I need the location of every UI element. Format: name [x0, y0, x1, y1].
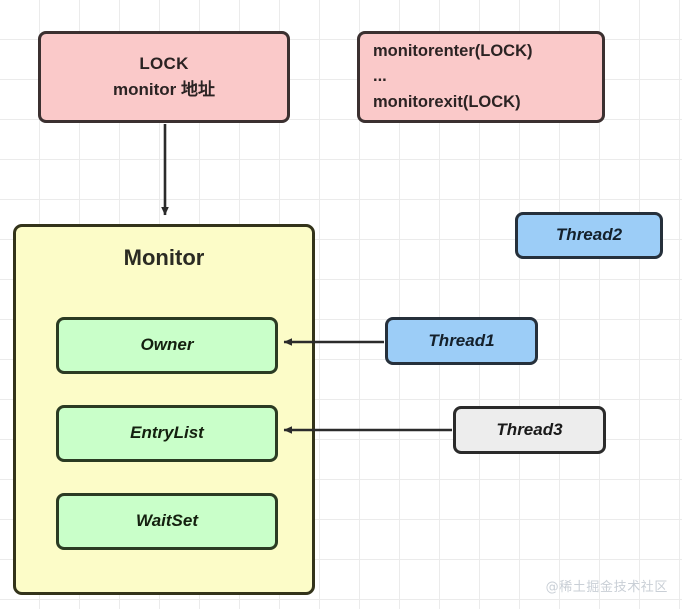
code-line-monitorenter: monitorenter(LOCK) — [373, 42, 533, 61]
monitor-slot-entrylist: EntryList — [56, 405, 278, 462]
monitor-slot-waitset-label: WaitSet — [135, 511, 199, 531]
monitor-slot-owner-label: Owner — [140, 335, 194, 355]
lock-box: LOCK monitor 地址 — [38, 31, 290, 123]
monitor-box: Monitor Owner EntryList WaitSet — [13, 224, 315, 595]
lock-box-line2: monitor 地址 — [113, 79, 215, 99]
thread1-box: Thread1 — [385, 317, 538, 365]
monitor-slot-owner: Owner — [56, 317, 278, 374]
watermark: @稀土掘金技术社区 — [545, 580, 668, 595]
thread3-label: Thread3 — [496, 419, 563, 439]
monitor-slot-entrylist-label: EntryList — [130, 423, 204, 443]
lock-box-line1: LOCK — [139, 53, 189, 73]
code-line-ellipsis: ... — [373, 67, 387, 86]
thread2-box: Thread2 — [515, 212, 663, 259]
monitor-instruction-box: monitorenter(LOCK) ... monitorexit(LOCK) — [357, 31, 605, 123]
monitor-slot-waitset: WaitSet — [56, 493, 278, 550]
thread1-label: Thread1 — [428, 330, 495, 350]
monitor-title: Monitor — [123, 245, 205, 270]
thread3-box: Thread3 — [453, 406, 606, 454]
code-line-monitorexit: monitorexit(LOCK) — [373, 92, 521, 111]
thread2-label: Thread2 — [555, 225, 623, 245]
